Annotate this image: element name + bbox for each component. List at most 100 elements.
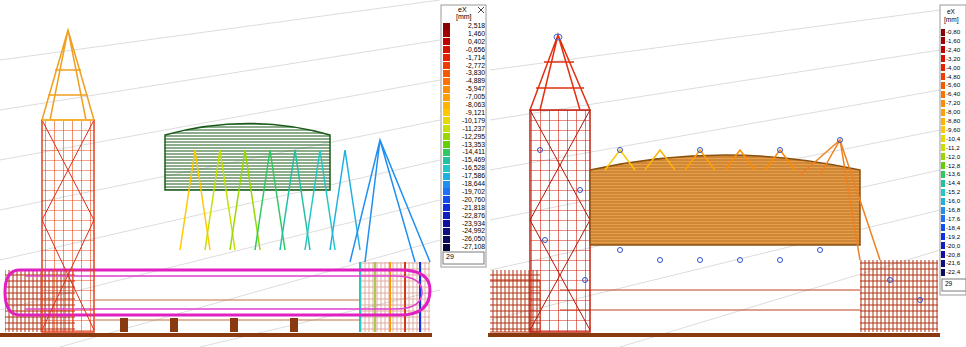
legend-value: -4,00 — [946, 64, 960, 72]
legend-row: -27,108 — [443, 243, 485, 251]
legend-value: -7,20 — [946, 99, 960, 107]
legend-swatch — [941, 260, 945, 267]
legend-row: -14,411 — [443, 148, 485, 156]
legend-row: -20,8 — [941, 251, 966, 259]
legend-value: -12,0 — [946, 153, 960, 161]
legend-swatch — [941, 55, 945, 62]
legend-row: -0,656 — [443, 46, 485, 54]
legend-swatch — [443, 228, 450, 235]
legend-swatch — [941, 46, 945, 53]
legend-row: -19,2 — [941, 233, 966, 241]
legend-value: -20,760 — [451, 196, 485, 204]
legend-value: -22,4 — [946, 268, 960, 276]
legend-row: -17,6 — [941, 215, 966, 223]
legend-row: -11,237 — [443, 125, 485, 133]
legend-value: -16,8 — [946, 206, 960, 214]
legend-value: -16,528 — [451, 164, 485, 172]
legend-swatch — [443, 165, 450, 172]
legend-caption: 29 — [945, 280, 952, 287]
legend-swatch — [941, 73, 945, 80]
legend-value: -1,60 — [946, 37, 960, 45]
legend-swatch — [443, 30, 450, 37]
legend-value: -0,656 — [451, 46, 485, 54]
legend-row: -26,050 — [443, 235, 485, 243]
legend-row: -0,80 — [941, 28, 966, 36]
legend-value: -11,2 — [946, 144, 960, 152]
legend-row: -2,40 — [941, 46, 966, 54]
legend-row: -7,20 — [941, 99, 966, 107]
legend-row: -13,353 — [443, 141, 485, 149]
legend-value: -24,992 — [451, 227, 485, 235]
legend-row: -16,528 — [443, 164, 485, 172]
legend-swatch — [941, 91, 945, 98]
legend-value: -19,702 — [451, 188, 485, 196]
legend-swatch — [941, 162, 945, 169]
legend-row: -9,121 — [443, 109, 485, 117]
legend-value: -4,889 — [451, 77, 485, 85]
legend-swatch — [443, 23, 450, 30]
legend-value: -9,60 — [946, 126, 960, 134]
legend-swatch — [443, 196, 450, 203]
legend-caption: [mm] — [944, 16, 958, 23]
legend-swatch — [941, 189, 945, 196]
legend-row: -21,6 — [941, 259, 966, 267]
legend-row: -20,760 — [443, 196, 485, 204]
legend-swatch — [941, 251, 945, 258]
legend-value: -20,0 — [946, 242, 960, 250]
legend-swatch — [443, 86, 450, 93]
legend-row: -21,818 — [443, 204, 485, 212]
legend-swatch — [443, 244, 450, 251]
legend-value: -12,8 — [946, 162, 960, 170]
legend-value: -21,6 — [946, 259, 960, 267]
legend-swatch — [941, 109, 945, 116]
legend-swatch — [941, 82, 945, 89]
legend-swatch — [941, 135, 945, 142]
legend-value: -18,644 — [451, 180, 485, 188]
legend-row: -3,830 — [443, 69, 485, 77]
legend-row: -15,2 — [941, 188, 966, 196]
legend-value: -9,121 — [451, 109, 485, 117]
legend-swatch — [941, 144, 945, 151]
legend-value: -8,00 — [946, 108, 960, 116]
legend-swatch — [443, 220, 450, 227]
legend-swatch — [443, 133, 450, 140]
legend-caption: 29 — [446, 253, 454, 261]
legend-row: -22,4 — [941, 268, 966, 276]
legend-value: -6,40 — [946, 90, 960, 98]
legend-value: -14,4 — [946, 179, 960, 187]
legend-swatch — [941, 269, 945, 276]
legend-value: 1,460 — [451, 30, 485, 38]
legend-swatch — [941, 180, 945, 187]
legend-swatch — [443, 38, 450, 45]
legend-value: -8,80 — [946, 117, 960, 125]
legend-value: -19,2 — [946, 233, 960, 241]
legend-row: -8,80 — [941, 117, 966, 125]
legend-row: -18,4 — [941, 224, 966, 232]
legend-row: -6,40 — [941, 90, 966, 98]
legend-swatch — [443, 212, 450, 219]
legend-row: -12,0 — [941, 153, 966, 161]
legend-swatch — [443, 94, 450, 101]
legend-swatch — [443, 125, 450, 132]
legend-swatch — [443, 78, 450, 85]
legend-value: -21,818 — [451, 204, 485, 212]
legend-row: -7,005 — [443, 93, 485, 101]
legend-row: -10,179 — [443, 117, 485, 125]
legend-row: -5,60 — [941, 81, 966, 89]
legend-row: -18,644 — [443, 180, 485, 188]
legend-row: -2,772 — [443, 62, 485, 70]
legend-swatch — [443, 46, 450, 53]
legend-value: -22,876 — [451, 212, 485, 220]
legend-value: -14,411 — [451, 148, 485, 156]
legend-value: 0,402 — [451, 38, 485, 46]
legend-row: -1,714 — [443, 54, 485, 62]
legend-value: -7,005 — [451, 93, 485, 101]
legend-swatch — [443, 181, 450, 188]
legend-swatch — [941, 37, 945, 44]
legend-value: -20,8 — [946, 251, 960, 259]
legend-swatch — [443, 173, 450, 180]
legend-row: -14,4 — [941, 179, 966, 187]
legend-swatch — [941, 233, 945, 240]
legend-row: -15,469 — [443, 156, 485, 164]
